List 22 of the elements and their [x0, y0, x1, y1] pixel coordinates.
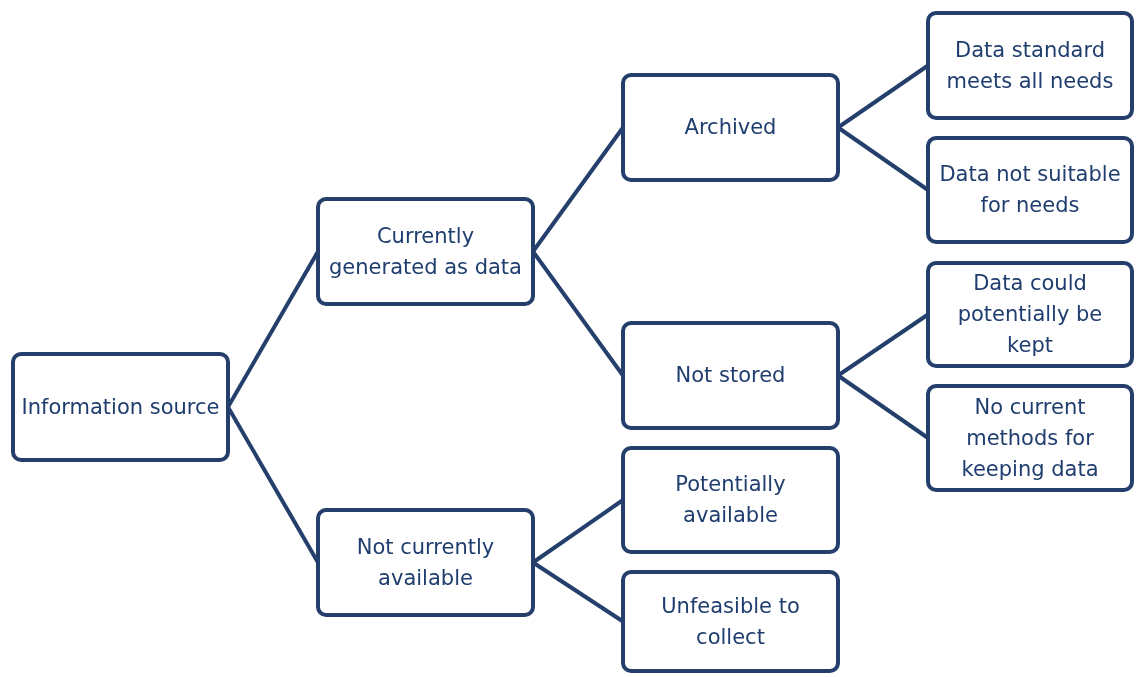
node-label: Unfeasible to collect [660, 592, 801, 651]
process-box [621, 73, 840, 182]
process-box [316, 508, 535, 617]
node-label: Data not suitable for needs [938, 161, 1122, 219]
process-box [926, 136, 1134, 244]
process-box [621, 321, 840, 430]
process-box [926, 261, 1134, 368]
process-box [11, 352, 230, 462]
node-label: Archived [684, 114, 777, 141]
node-label: Not currently available [355, 533, 496, 592]
process-box [926, 384, 1134, 492]
process-box [621, 570, 840, 673]
process-box [621, 446, 840, 554]
node-label: Information source [21, 393, 220, 421]
node-label: Not stored [675, 362, 786, 389]
node-label: Potentially available [674, 471, 787, 529]
node-label: Data standard meets all needs [945, 36, 1115, 95]
process-box [926, 11, 1134, 120]
node-label: Data could potentially be kept [956, 270, 1104, 359]
node-label: No current methods for keeping data [960, 393, 1100, 483]
node-label: Currently generated as data [328, 222, 523, 281]
process-box [316, 197, 535, 306]
